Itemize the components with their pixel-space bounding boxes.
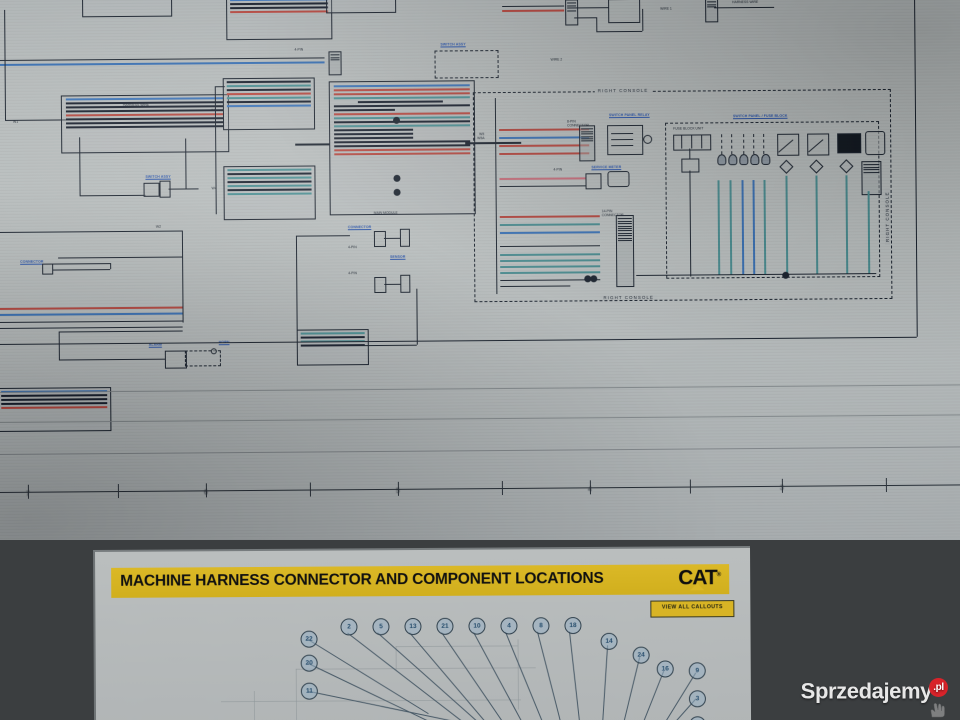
machine-outline xyxy=(220,699,521,703)
machine-outline xyxy=(253,691,256,720)
locations-banner: MACHINE HARNESS CONNECTOR AND COMPONENT … xyxy=(111,564,730,598)
watermark: Sprzedajemy.pl xyxy=(800,677,948,704)
locations-panel: MACHINE HARNESS CONNECTOR AND COMPONENT … xyxy=(93,545,752,720)
connector-block xyxy=(296,329,369,366)
indicator-lamp xyxy=(717,154,727,166)
callout-bubble[interactable]: 10 xyxy=(468,617,486,635)
connector-block xyxy=(225,0,333,41)
watermark-text: Sprzedajemy xyxy=(800,678,933,703)
callout-bubble[interactable]: 21 xyxy=(436,617,454,635)
callout-bubble[interactable]: 9 xyxy=(688,662,706,680)
machine-outline xyxy=(295,668,298,720)
connector-pins xyxy=(615,214,635,288)
machine-outline xyxy=(517,639,519,710)
callout-bubble[interactable]: 14 xyxy=(600,632,618,650)
registered-mark: ® xyxy=(716,572,721,579)
part-link[interactable]: SWITCH ASSY xyxy=(145,174,171,179)
switch-assembly xyxy=(865,131,886,156)
connector-pins xyxy=(861,161,882,196)
watermark-badge: .pl xyxy=(929,677,948,697)
callout-bubble[interactable]: 16 xyxy=(656,660,674,678)
part-link[interactable]: CONNECTOR xyxy=(20,259,44,264)
switch-body xyxy=(143,182,160,197)
locations-view: MACHINE HARNESS CONNECTOR AND COMPONENT … xyxy=(0,540,960,720)
callout-bubble[interactable]: 4 xyxy=(500,617,518,635)
connector-block xyxy=(0,387,112,432)
connector-block xyxy=(325,0,397,14)
part-link[interactable]: CONNECTOR xyxy=(347,225,372,230)
cat-triangle-icon xyxy=(689,583,704,591)
callout-bubble[interactable]: 20 xyxy=(300,654,318,672)
connector-block xyxy=(223,165,316,221)
indicator-lamp xyxy=(739,154,749,166)
callout-bubble[interactable]: 3 xyxy=(688,690,706,708)
schematic-sheet-viewport: 4-PIN KEY START SWITCH WIRE 1 4-PIN HARN… xyxy=(0,0,960,548)
callout-bubble[interactable]: 19 xyxy=(689,716,707,720)
view-all-callouts-button[interactable]: VIEW ALL CALLOUTS xyxy=(650,600,735,618)
callout-bubble[interactable]: 8 xyxy=(532,617,550,635)
machine-outline xyxy=(395,645,518,648)
callout-bubble[interactable]: 24 xyxy=(632,646,650,664)
connector-pins xyxy=(579,125,596,162)
callout-bubble[interactable]: 2 xyxy=(340,618,358,636)
callout-bubble[interactable]: 22 xyxy=(300,630,318,648)
indicator-lamp xyxy=(761,153,771,165)
view-all-callouts-label: VIEW ALL CALLOUTS xyxy=(661,604,723,611)
sheet-ruler: 7 6 5 4 3 xyxy=(0,476,960,500)
part-link[interactable]: SWITCH ASSY xyxy=(440,42,466,47)
banner-title: MACHINE HARNESS CONNECTOR AND COMPONENT … xyxy=(120,569,604,590)
callout-bubble[interactable]: 13 xyxy=(404,617,422,636)
connector-block xyxy=(222,77,316,131)
part-link[interactable]: SWITCH PANEL RELAY xyxy=(608,112,650,118)
display-module xyxy=(837,133,862,154)
rocker-switch xyxy=(807,133,830,156)
part-link[interactable]: SWITCH PANEL / FUSE BLOCK xyxy=(732,113,788,119)
alarm-body xyxy=(164,350,187,369)
part-link[interactable]: SENSOR xyxy=(390,254,406,259)
ruler-tick-label: 3 xyxy=(779,484,784,492)
ruler-tick-label: 5 xyxy=(395,487,400,495)
switch-body xyxy=(608,0,641,24)
schematic-sheet: 4-PIN KEY START SWITCH WIRE 1 4-PIN HARN… xyxy=(0,0,960,548)
connector-block xyxy=(81,0,173,18)
ruler-tick-label: 7 xyxy=(25,490,30,498)
zone-label-top: RIGHT CONSOLE xyxy=(594,87,652,94)
zone-label-right: RIGHT CONSOLE xyxy=(884,188,891,246)
callout-bubble[interactable]: 11 xyxy=(300,682,318,700)
indicator-lamp xyxy=(728,154,738,166)
connector-pins xyxy=(565,0,579,26)
ruler-tick-label: 4 xyxy=(587,486,592,494)
part-link[interactable]: SERVICE METER xyxy=(591,165,622,170)
zone-label-bottom: RIGHT CONSOLE xyxy=(600,294,658,301)
rocker-switch xyxy=(777,133,800,156)
callout-bubble[interactable]: 18 xyxy=(564,617,582,635)
module-block xyxy=(328,80,476,216)
callout-bubble[interactable]: 5 xyxy=(372,618,390,636)
ruler-tick-label: 6 xyxy=(203,489,208,497)
hand-cursor-icon xyxy=(930,703,945,718)
indicator-lamp xyxy=(750,153,760,166)
